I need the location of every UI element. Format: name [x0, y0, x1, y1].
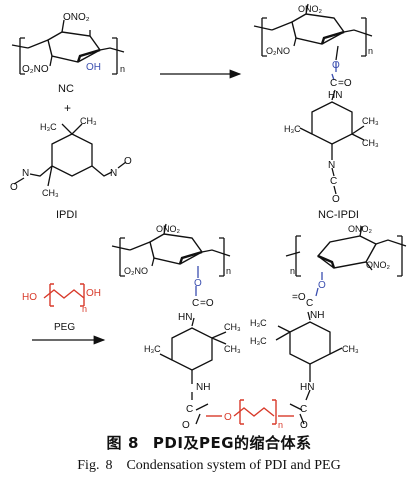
nc-ipdi-c: C: [330, 78, 337, 89]
bridge-repeat-n: n: [278, 420, 283, 430]
left-urethane-bond: [195, 266, 199, 296]
caption-en-number: 8: [105, 458, 113, 473]
nc-ipdi-h3c: H₃C: [284, 124, 301, 134]
nc-repeat-n: n: [120, 64, 125, 74]
nc-ipdi-repeat-n: n: [368, 46, 373, 56]
left-repeat-n: n: [226, 266, 231, 276]
left-nh-lower: NH: [196, 382, 210, 393]
nc-ipdi-urethane-bond: [331, 62, 337, 81]
left-ch3-b: CH₃: [224, 344, 241, 354]
right-o-lower: O: [300, 420, 308, 430]
right-nh: NH: [310, 310, 324, 321]
nc-ipdi-o: O: [332, 60, 340, 71]
left-ch3-a: CH₃: [224, 322, 241, 332]
left-o-lower: O: [182, 420, 190, 430]
nc-ipdi-structure: [253, 3, 373, 195]
left-c-lower: C: [186, 404, 193, 415]
right-urethane-bond: [315, 272, 323, 297]
nc-ipdi-o2no: O₂NO: [266, 46, 290, 56]
right-c: C: [306, 298, 313, 309]
right-co: =O: [292, 292, 306, 303]
nc-ipdi-nh: HN: [328, 90, 342, 101]
peg-structure: [43, 283, 85, 307]
nc-ipdi-co: =O: [338, 78, 352, 89]
left-h3c: H₃C: [144, 344, 161, 354]
nc-o2no-label: O₂NO: [22, 64, 49, 75]
ipdi-structure: [13, 123, 127, 187]
nc-ipdi-ch3-b: CH₃: [362, 138, 379, 148]
nc-label: NC: [58, 83, 74, 95]
nc-ipdi-n: N: [328, 160, 335, 171]
left-ono2: ONO₂: [156, 224, 181, 234]
right-h3c-b: H₃C: [250, 336, 267, 346]
nc-ipdi-ono2: ONO₂: [298, 4, 323, 14]
peg-repeat-n: n: [82, 304, 87, 314]
caption-en-text: Condensation system of PDI and PEG: [126, 458, 341, 473]
nc-ipdi-iso-o: O: [332, 194, 340, 205]
right-ch3: CH₃: [342, 344, 359, 354]
right-ono2-b: ONO₂: [366, 260, 391, 270]
peg-label: PEG: [54, 322, 75, 333]
ipdi-n-left: N: [22, 168, 29, 179]
left-o: O: [194, 278, 202, 289]
right-c-lower: C: [300, 404, 307, 415]
right-h3c-a: H₃C: [250, 318, 267, 328]
figure-caption-english: Fig. 8 Condensation system of PDI and PEG: [0, 458, 418, 474]
peg-bridge: [206, 399, 294, 425]
right-repeat-n: n: [290, 266, 295, 276]
left-nh: HN: [178, 312, 192, 323]
left-o2no: O₂NO: [124, 266, 148, 276]
right-hn-lower: HN: [300, 382, 314, 393]
ipdi-ch3-label: CH₃: [80, 116, 97, 126]
nc-ipdi-label: NC-IPDI: [318, 209, 359, 221]
left-c: C: [192, 298, 199, 309]
nc-structure: [11, 19, 125, 75]
right-ono2: ONO₂: [348, 224, 373, 234]
plus-sign: +: [64, 101, 71, 115]
ipdi-n-right: N: [110, 168, 117, 179]
left-co: =O: [200, 298, 214, 309]
nc-hydroxyl-label: OH: [86, 62, 101, 73]
ipdi-o-right: O: [124, 156, 132, 167]
right-o: O: [318, 280, 326, 291]
caption-zh-text: PDI及PEG的缩合体系: [152, 434, 312, 452]
nc-ipdi-ch3-a: CH₃: [362, 116, 379, 126]
ipdi-label: IPDI: [56, 209, 77, 221]
ipdi-ch3-bottom: CH₃: [42, 188, 59, 198]
caption-zh-prefix: 图: [106, 434, 122, 452]
caption-zh-number: 8: [127, 434, 139, 452]
ipdi-h3c-label: H₃C: [40, 122, 57, 132]
product-right-structure: [275, 225, 407, 425]
nc-ipdi-iso-c: C: [330, 176, 337, 187]
peg-ho: HO: [22, 292, 37, 303]
nc-ono2-label: ONO₂: [63, 12, 90, 23]
caption-en-prefix: Fig.: [77, 458, 100, 473]
product-left-structure: [111, 223, 231, 425]
ipdi-o-left: O: [10, 182, 18, 193]
bridge-o-left: O: [224, 412, 232, 423]
peg-oh: OH: [86, 288, 101, 299]
reaction-scheme: ONO₂ O₂NO OH n NC + H₃C CH₃ N O CH₃ N O …: [10, 3, 407, 430]
